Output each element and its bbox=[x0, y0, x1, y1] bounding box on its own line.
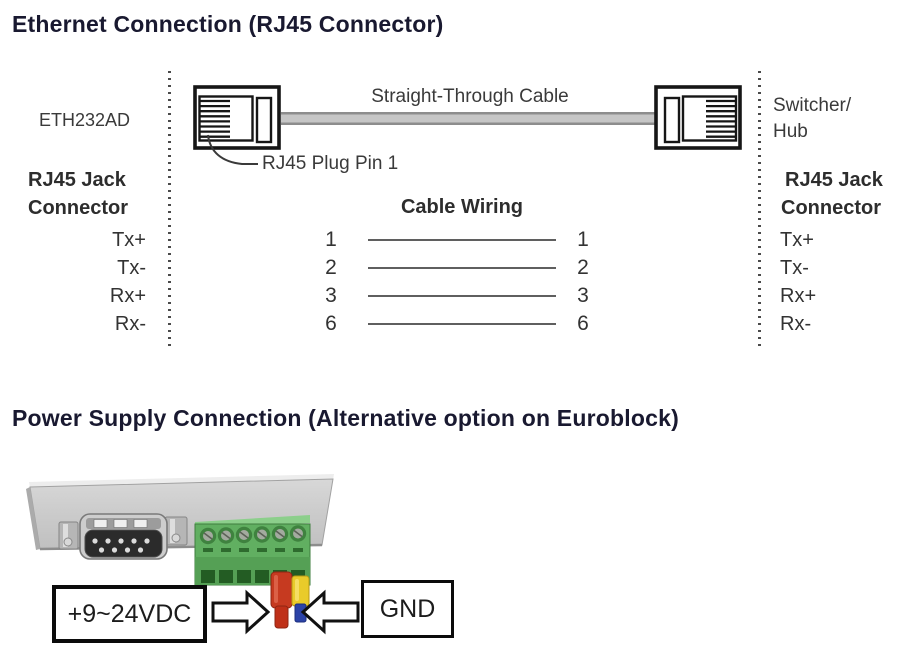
right-jack-pin: Rx- bbox=[780, 313, 812, 335]
plug-pin-pointer-line bbox=[207, 134, 258, 165]
switcher-label-line2: Hub bbox=[773, 121, 808, 142]
wiring-line bbox=[368, 295, 556, 297]
wiring-right-pin: 1 bbox=[577, 228, 589, 251]
left-jack-heading-line1: RJ45 Jack bbox=[28, 169, 126, 191]
wiring-line bbox=[368, 267, 556, 269]
left-jack-pin: Tx- bbox=[117, 257, 146, 279]
device-model-label: ETH232AD bbox=[39, 110, 131, 130]
dashed-boundary-right bbox=[758, 71, 761, 348]
power-section-title: Power Supply Connection (Alternative opt… bbox=[12, 405, 679, 431]
db9-connector-icon bbox=[79, 513, 168, 560]
voltage-label: +9~24VDC bbox=[67, 599, 192, 628]
wiring-left-pin: 6 bbox=[325, 312, 337, 335]
euroblock-terminal-icon bbox=[194, 515, 311, 586]
wiring-right-pin: 6 bbox=[577, 312, 589, 335]
connector-photo bbox=[26, 474, 360, 635]
ethernet-diagram-drawing bbox=[193, 85, 742, 165]
wiring-left-pin: 1 bbox=[325, 228, 337, 251]
ethernet-cable-line bbox=[281, 112, 655, 125]
wire-yellow-blue bbox=[291, 575, 310, 623]
left-jack-pin: Rx+ bbox=[109, 285, 146, 307]
gnd-box: GND bbox=[361, 580, 454, 638]
right-jack-heading-line2: Connector bbox=[781, 197, 881, 219]
wiring-right-pin: 2 bbox=[577, 256, 589, 279]
right-jack-pin: Tx- bbox=[780, 257, 809, 279]
wiring-right-pin: 3 bbox=[577, 284, 589, 307]
switcher-label-line1: Switcher/ bbox=[773, 95, 852, 116]
gnd-label: GND bbox=[379, 594, 436, 623]
wiring-line bbox=[368, 323, 556, 325]
left-jack-pin: Rx- bbox=[114, 313, 146, 335]
right-jack-pin: Rx+ bbox=[780, 285, 817, 307]
dashed-boundary-left bbox=[168, 71, 171, 348]
ethernet-section-title: Ethernet Connection (RJ45 Connector) bbox=[12, 11, 444, 37]
left-jack-pin: Tx+ bbox=[112, 229, 146, 251]
wire-red bbox=[270, 571, 293, 629]
voltage-box: +9~24VDC bbox=[52, 585, 207, 643]
wiring-left-pin: 3 bbox=[325, 284, 337, 307]
left-jack-heading-line2: Connector bbox=[28, 197, 128, 219]
standoff-left-icon bbox=[58, 521, 79, 550]
plug-pin-note: RJ45 Plug Pin 1 bbox=[262, 153, 399, 174]
cable-wiring-heading: Cable Wiring bbox=[400, 196, 524, 218]
rj45-plug-right-icon bbox=[654, 85, 742, 150]
right-jack-pin: Tx+ bbox=[780, 229, 814, 251]
cable-type-label: Straight-Through Cable bbox=[371, 86, 569, 107]
right-jack-heading-line1: RJ45 Jack bbox=[785, 169, 883, 191]
standoff-right-icon bbox=[164, 516, 188, 546]
wiring-line bbox=[368, 239, 556, 241]
rj45-plug-left-icon bbox=[193, 85, 281, 150]
arrow-right-icon bbox=[211, 589, 271, 635]
wiring-left-pin: 2 bbox=[325, 256, 337, 279]
arrow-left-icon bbox=[300, 589, 360, 635]
